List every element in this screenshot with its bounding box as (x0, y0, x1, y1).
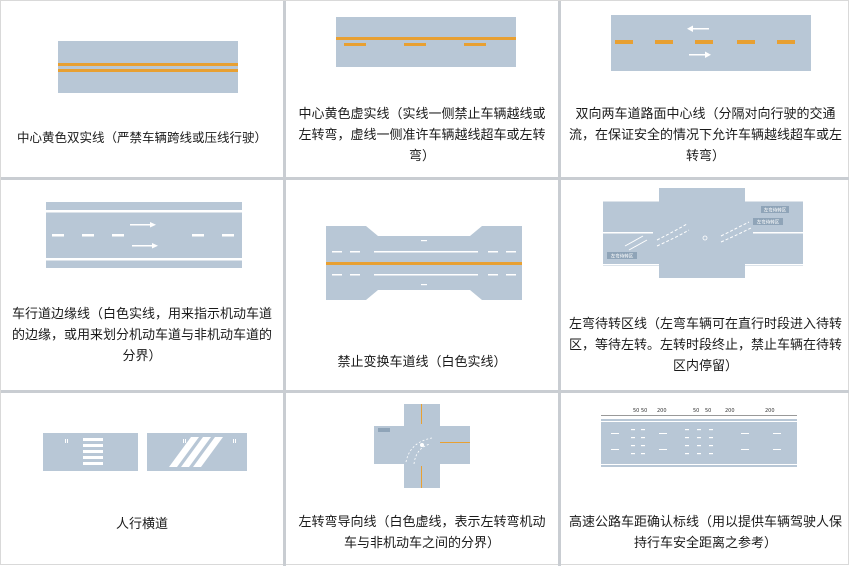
diagram-crosswalk-straight (43, 433, 138, 471)
caption: 中心黄色虚实线（实线一侧禁止车辆越线或左转弯，虚线一侧准许车辆越线超车或左转弯） (298, 107, 546, 164)
grid-divider (283, 1, 286, 566)
diagram-crosswalk-diagonal (147, 433, 247, 471)
caption: 高速公路车距确认标线（用以提供车辆驾驶人保持行车安全距离之参考） (569, 515, 843, 551)
waiting-zone-label: 左弯待转区 (611, 253, 634, 260)
diagram-double-yellow (58, 41, 238, 93)
caption: 禁止变换车道线（白色实线） (337, 355, 507, 370)
cell-no-lane-change: 禁止变换车道线（白色实线） (286, 180, 558, 390)
caption: 中心黄色双实线（严禁车辆跨线或压线行驶） (16, 130, 267, 145)
ruler-label: 200 (725, 408, 735, 414)
diagram-left-turn-waiting: 左弯待转区 左弯待转区 左弯待转区 (603, 188, 803, 278)
cell-edge-lines: 车行道边缘线（白色实线，用来指示机动车道的边缘，或用来划分机动车道与非机动车道的… (1, 180, 283, 390)
ruler-label: 200 (765, 408, 775, 414)
ruler-label: 50 (641, 408, 647, 414)
caption: 左转弯导向线（白色虚线，表示左转弯机动车与非机动车之间的分界） (298, 515, 546, 551)
grid-divider (1, 390, 849, 393)
waiting-zone-label: 左弯待转区 (764, 207, 787, 214)
cell-highway-distance: 50 50 200 50 50 200 200 高速公路车距确认 (561, 393, 849, 566)
caption: 车行道边缘线（白色实线，用来指示机动车道的边缘，或用来划分机动车道与非机动车道的… (11, 307, 272, 364)
cell-pedestrian-crossing: 人行横道 (1, 393, 283, 566)
cell-yellow-solid-dashed: 中心黄色虚实线（实线一侧禁止车辆越线或左转弯，虚线一侧准许车辆越线超车或左转弯） (286, 1, 558, 177)
waiting-zone-label: 左弯待转区 (757, 219, 780, 226)
cell-two-lane-center: 双向两车道路面中心线（分隔对向行驶的交通流，在保证安全的情况下允许车辆越线超车或… (561, 1, 849, 177)
diagram-yellow-solid-dashed (336, 17, 516, 67)
diagram-edge-lines (46, 202, 242, 268)
cell-double-yellow: 中心黄色双实线（严禁车辆跨线或压线行驶） (1, 1, 283, 177)
cell-left-turn-guide: 左转弯导向线（白色虚线，表示左转弯机动车与非机动车之间的分界） (286, 393, 558, 566)
diagram-left-turn-guide (374, 404, 470, 488)
diagram-no-lane-change (326, 226, 522, 300)
ruler-label: 200 (657, 408, 667, 414)
caption: 双向两车道路面中心线（分隔对向行驶的交通流，在保证安全的情况下允许车辆越线超车或… (569, 107, 843, 164)
ruler-label: 50 (633, 408, 639, 414)
grid-divider (558, 1, 561, 566)
caption: 左弯待转区线（左弯车辆可在直行时段进入待转区，等待左转。左转时段终止，禁止车辆在… (569, 317, 843, 374)
grid-divider (1, 177, 849, 180)
diagram-highway-distance: 50 50 200 50 50 200 200 (601, 408, 797, 467)
diagram-two-lane-center (611, 15, 811, 71)
caption: 人行横道 (115, 517, 168, 532)
ruler-label: 50 (705, 408, 711, 414)
ruler-label: 50 (693, 408, 699, 414)
cell-left-turn-waiting: 左弯待转区 左弯待转区 左弯待转区 左弯待转区线（左弯车辆可在直行时段进入待转区… (561, 180, 849, 390)
